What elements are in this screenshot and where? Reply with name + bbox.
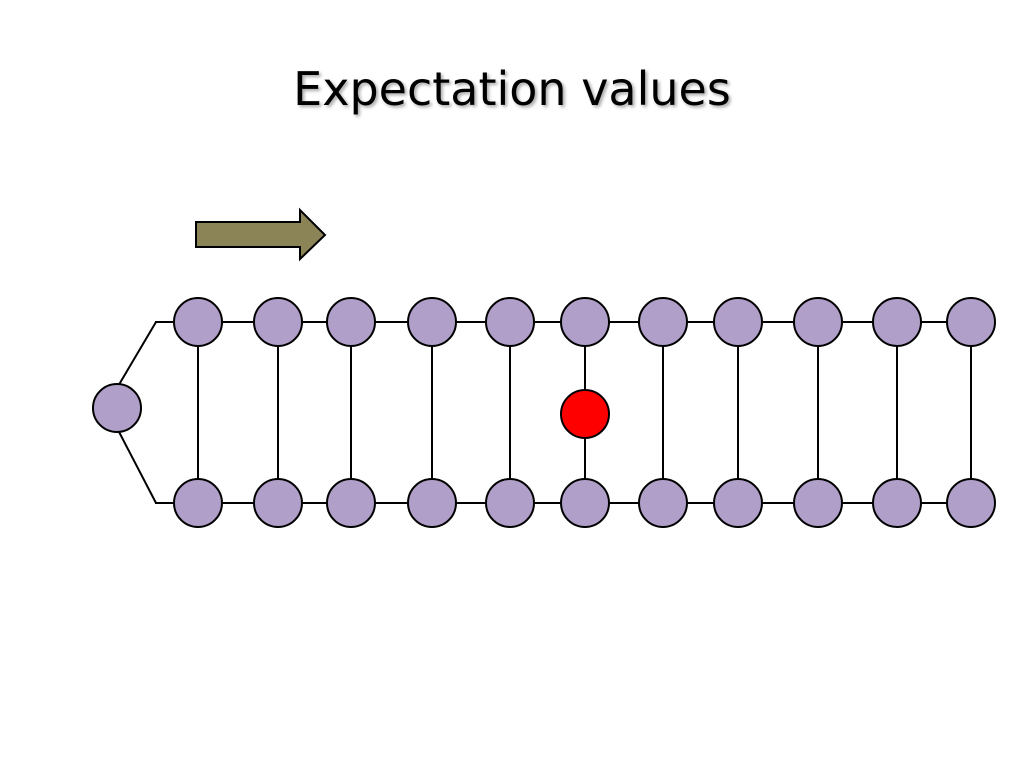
- left-upper-branch-line: [116, 321, 157, 389]
- bottom-node: [638, 478, 688, 528]
- bottom-node: [713, 478, 763, 528]
- bottom-node: [326, 478, 376, 528]
- top-node: [407, 297, 457, 347]
- top-node: [560, 297, 610, 347]
- bottom-node: [872, 478, 922, 528]
- top-node: [872, 297, 922, 347]
- bottom-node: [407, 478, 457, 528]
- highlighted-operator-node: [560, 389, 610, 439]
- slide-title: Expectation values: [293, 62, 731, 116]
- bottom-node: [793, 478, 843, 528]
- left-lower-branch-line: [116, 427, 157, 504]
- bottom-node: [560, 478, 610, 528]
- top-node: [253, 297, 303, 347]
- bottom-node: [173, 478, 223, 528]
- top-node: [326, 297, 376, 347]
- top-node: [485, 297, 535, 347]
- top-node: [638, 297, 688, 347]
- bottom-node: [946, 478, 996, 528]
- top-node: [793, 297, 843, 347]
- top-node: [173, 297, 223, 347]
- bottom-node: [485, 478, 535, 528]
- top-node: [946, 297, 996, 347]
- top-node: [713, 297, 763, 347]
- right-arrow-icon: [195, 207, 327, 262]
- bottom-node: [253, 478, 303, 528]
- left-node: [92, 383, 142, 433]
